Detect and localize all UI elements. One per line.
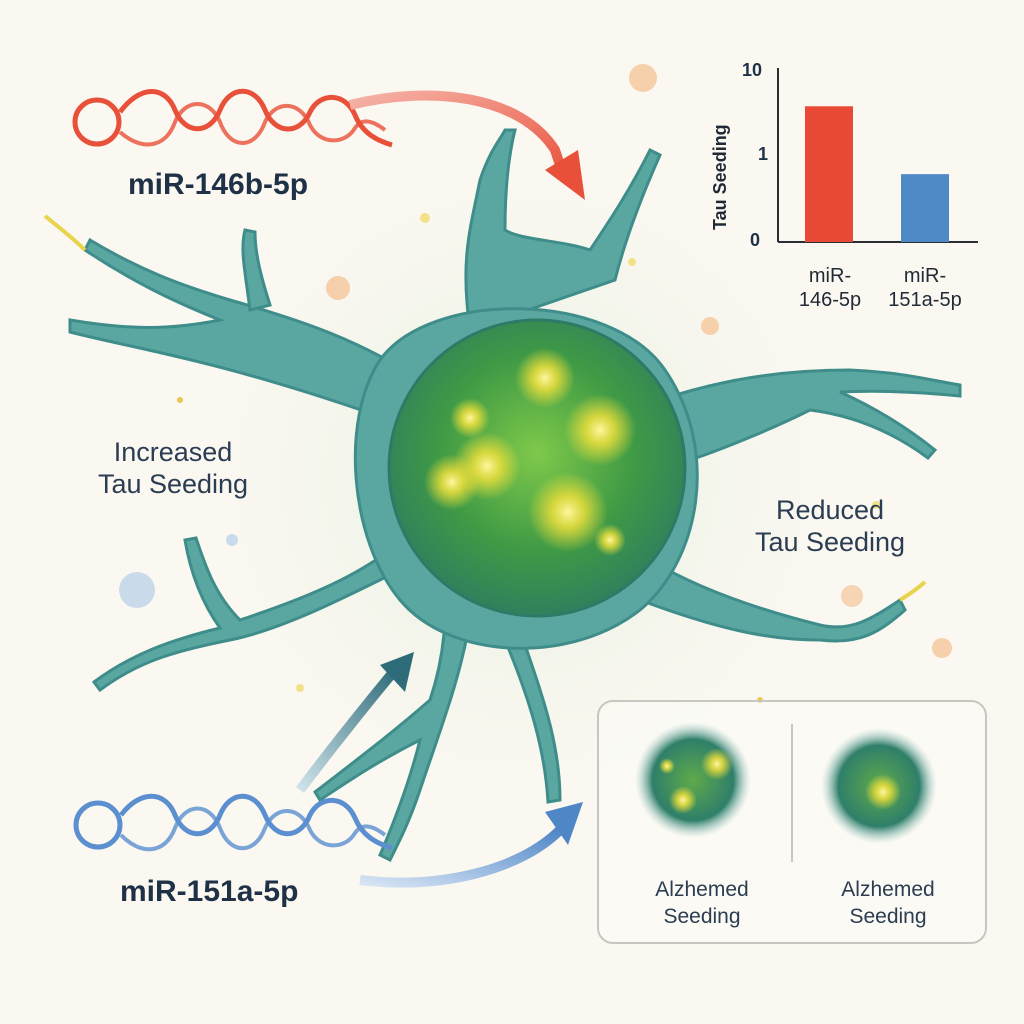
inset-focus: [865, 774, 901, 810]
arrow-teal: [296, 666, 399, 794]
arrow-red-head: [545, 150, 585, 200]
tau-seeding-chart: [777, 68, 978, 243]
comparison-inset-graphics: [635, 722, 937, 862]
chart-category-0-line2: 146-5p: [798, 289, 862, 311]
tau-focus: [564, 394, 636, 466]
inset-label-right: Alzhemed Seeding: [808, 876, 968, 930]
increased-seeding-label: Increased Tau Seeding: [68, 436, 278, 500]
mir-146b-label: miR-146b-5p: [128, 168, 309, 201]
dendrite-right: [657, 368, 962, 462]
increased-line-1: Increased: [113, 437, 233, 467]
mir-146b-strand: [72, 88, 393, 148]
dendrite-tip-yellow: [43, 214, 87, 252]
arrow-blue: [359, 826, 564, 888]
inset-focus: [701, 748, 733, 780]
chart-ytick-1: 1: [758, 144, 769, 164]
reduced-line-2: Tau Seeding: [754, 527, 906, 557]
inset-left-line2: Seeding: [663, 905, 741, 928]
reduced-line-1: Reduced: [775, 495, 885, 525]
tau-focus: [528, 472, 608, 552]
chart-category-1-line1: miR-: [903, 265, 947, 287]
tau-focus: [450, 398, 490, 438]
dendrite-lower-right: [638, 557, 907, 643]
reduced-seeding-label: Reduced Tau Seeding: [712, 494, 948, 558]
bar-mir-151a-5p: [901, 174, 949, 242]
chart-ytick-0: 0: [750, 230, 761, 250]
chart-ytick-10: 10: [742, 60, 763, 80]
chart-category-0: miR- 146-5p: [790, 264, 870, 312]
tau-foci: [424, 348, 636, 556]
mir-151a-strand: [73, 793, 393, 852]
chart-category-1: miR- 151a-5p: [880, 264, 970, 312]
inset-nucleus-left: [635, 722, 751, 838]
dendrite-bottom: [313, 607, 472, 863]
arrow-teal-head: [380, 652, 414, 692]
inset-focus: [669, 786, 697, 814]
dendrite-lower-left: [91, 536, 403, 693]
tau-focus: [515, 348, 575, 408]
background-particles: [119, 64, 952, 703]
inset-left-line1: Alzhemed: [655, 878, 749, 901]
chart-y-axis-title: Tau Seeding: [710, 124, 730, 230]
dendrite-upper-left-branch: [241, 228, 272, 312]
chart-category-0-line1: miR-: [808, 265, 852, 287]
increased-line-2: Tau Seeding: [97, 469, 249, 499]
chart-category-1-line2: 151a-5p: [888, 289, 962, 311]
inset-focus: [659, 758, 675, 774]
inset-right-line2: Seeding: [849, 905, 927, 928]
inset-label-left: Alzhemed Seeding: [622, 876, 782, 930]
arrow-red: [348, 90, 570, 182]
tau-focus: [594, 524, 626, 556]
dendrite-tip-yellow-2: [898, 580, 927, 602]
dendrite-bottom-right: [503, 627, 562, 804]
bar-mir-146-5p: [805, 106, 853, 242]
arrow-blue-head: [545, 802, 583, 845]
inset-right-line1: Alzhemed: [841, 878, 935, 901]
tau-focus: [424, 454, 480, 510]
mir-151a-label: miR-151a-5p: [120, 875, 299, 908]
dendrite-top: [464, 128, 662, 333]
